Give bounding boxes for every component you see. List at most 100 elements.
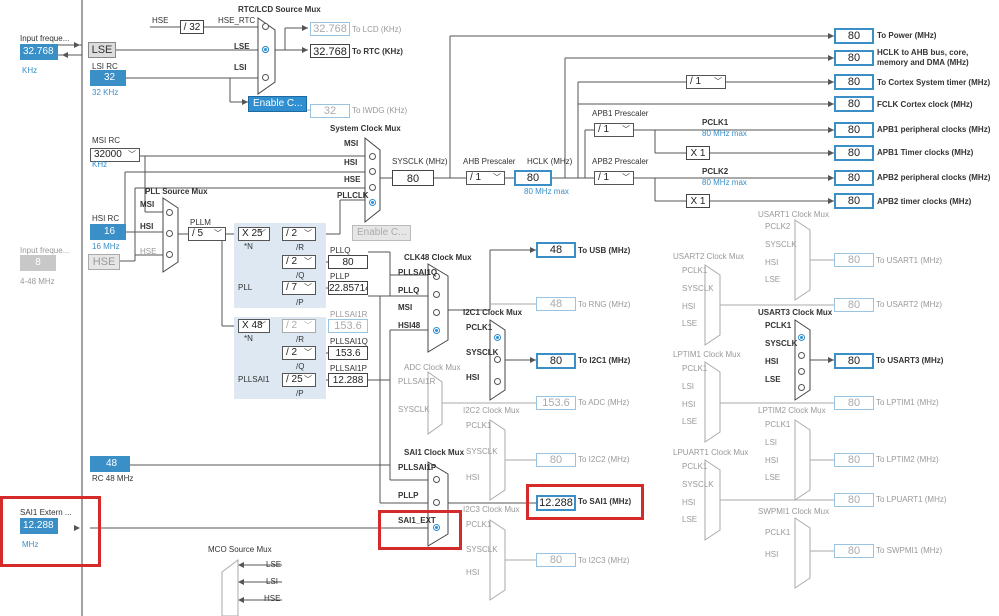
sai1-output-highlight xyxy=(526,484,644,520)
hsi-rc-title: HSI RC xyxy=(92,214,120,223)
i2c3-output-label: To I2C3 (MHz) xyxy=(578,556,630,565)
chevron-down-icon: ﹀ xyxy=(128,150,136,159)
pllm-select[interactable]: / 5﹀ xyxy=(188,227,226,241)
rtc-lse-label: LSE xyxy=(234,42,250,51)
msi-rc-select[interactable]: 32000﹀ xyxy=(90,148,140,162)
pll-msi-radio[interactable] xyxy=(166,209,173,216)
clk48-pllsai1q-radio[interactable] xyxy=(433,273,440,280)
lptim2-in1: PCLK1 xyxy=(765,420,791,429)
rtc-mux-title: RTC/LCD Source Mux xyxy=(238,5,321,14)
usart2-in4: LSE xyxy=(682,319,698,328)
usart3-sysclk-radio[interactable] xyxy=(798,352,805,359)
enable-css-button[interactable]: Enable C... xyxy=(248,96,308,112)
ahb-prescaler-select[interactable]: / 1﹀ xyxy=(466,171,505,185)
plln-select[interactable]: X 25﹀ xyxy=(238,227,270,241)
pllsai1r-select[interactable]: / 2﹀ xyxy=(282,319,316,333)
lptim2-in2: LSI xyxy=(765,438,778,447)
chevron-down-icon: ﹀ xyxy=(304,229,312,238)
usart3-pclk1-radio[interactable] xyxy=(798,334,805,341)
hclk-label: HCLK (MHz) xyxy=(527,157,573,166)
lptim1-output: 80 xyxy=(834,396,874,410)
rtc-output: 32.768 xyxy=(310,44,350,58)
sai1-ext-radio[interactable] xyxy=(433,524,440,531)
hclk-input[interactable]: 80 xyxy=(514,170,552,186)
lse-button[interactable]: LSE xyxy=(88,42,116,58)
apb2-timer-mult: X 1 xyxy=(686,194,710,208)
rtc-hse-radio[interactable] xyxy=(262,23,269,30)
sysclk-hsi-radio[interactable] xyxy=(369,168,376,175)
pllsai1q-select[interactable]: / 2﹀ xyxy=(282,346,316,360)
power-output: 80 xyxy=(834,28,874,44)
pllq-div-label: /Q xyxy=(296,271,305,280)
pllsai1r-output: 153.6 xyxy=(328,319,368,333)
apb2-prescaler-label: APB2 Prescaler xyxy=(592,157,649,166)
i2c1-in3: HSI xyxy=(466,373,480,382)
usart3-hsi-radio[interactable] xyxy=(798,368,805,375)
apb1-prescaler-select[interactable]: / 1﹀ xyxy=(594,123,634,137)
lse-input-field[interactable]: 32.768 xyxy=(20,44,58,60)
sai1-pllp-radio[interactable] xyxy=(433,499,440,506)
pll-hse-radio[interactable] xyxy=(166,251,173,258)
lptim1-in3: HSI xyxy=(682,400,696,409)
pllsai1r-out-label: PLLSAI1R xyxy=(330,310,368,319)
usart3-output: 80 xyxy=(834,353,874,369)
sysclk-hse-label: HSE xyxy=(344,175,361,184)
apb1-timer-output-label: APB1 Timer clocks (MHz) xyxy=(877,148,974,157)
i2c1-hsi-radio[interactable] xyxy=(494,378,501,385)
lptim2-output-label: To LPTIM2 (MHz) xyxy=(876,455,939,464)
i2c1-output-label: To I2C1 (MHz) xyxy=(578,356,631,365)
lse-input-title: Input freque... xyxy=(20,34,70,43)
sysclk-pllclk-label: PLLCLK xyxy=(337,191,369,200)
sysclk-msi-radio[interactable] xyxy=(369,153,376,160)
chevron-down-icon: ﹀ xyxy=(304,257,312,266)
rc48-unit: RC 48 MHz xyxy=(92,474,134,483)
sai1-ext-unit: MHz xyxy=(22,540,39,549)
pllsai1q-out-label: PLLSAI1Q xyxy=(330,337,368,346)
usart3-lse-radio[interactable] xyxy=(798,384,805,391)
i2c1-in2: SYSCLK xyxy=(466,348,499,357)
hsi-rc-unit: 16 MHz xyxy=(92,242,120,251)
usart1-output: 80 xyxy=(834,253,874,267)
sai1-in2: PLLP xyxy=(398,491,419,500)
hse-input-title: Input freque... xyxy=(20,246,70,255)
lptim2-in4: LSE xyxy=(765,473,781,482)
sysclk-pllclk-radio[interactable] xyxy=(369,199,376,206)
i2c1-sysclk-radio[interactable] xyxy=(494,356,501,363)
enable-css-sysclk-button[interactable]: Enable C... xyxy=(352,225,412,241)
pllm-label: PLLM xyxy=(190,218,211,227)
lptim1-in2: LSI xyxy=(682,382,695,391)
pllr-select[interactable]: / 2﹀ xyxy=(282,227,316,241)
lpuart1-in4: LSE xyxy=(682,515,698,524)
adc-output: 153.6 xyxy=(536,396,576,410)
apb2-prescaler-select[interactable]: / 1﹀ xyxy=(594,171,634,185)
usart3-in1: PCLK1 xyxy=(765,321,792,330)
sai1-ext-input[interactable]: 12.288 xyxy=(20,518,58,534)
clk48-hsi48-radio[interactable] xyxy=(433,327,440,334)
pllq-select[interactable]: / 2﹀ xyxy=(282,255,316,269)
hclk-max: 80 MHz max xyxy=(524,187,569,196)
hse-input-field[interactable]: 8 xyxy=(20,255,56,271)
swpmi1-in2: HSI xyxy=(765,550,779,559)
chevron-down-icon: ﹀ xyxy=(304,321,312,330)
pllp-select[interactable]: / 7﹀ xyxy=(282,281,316,295)
hse-button[interactable]: HSE xyxy=(88,254,120,270)
iwdg-output: 32 xyxy=(310,104,350,118)
apb2-peripheral-output-label: APB2 peripheral clocks (MHz) xyxy=(877,173,991,182)
sysclk-hse-radio[interactable] xyxy=(369,184,376,191)
clk48-in4: HSI48 xyxy=(398,321,421,330)
clk48-mux-title: CLK48 Clock Mux xyxy=(404,253,472,262)
sai1-pllsai1p-radio[interactable] xyxy=(433,476,440,483)
rtc-lsi-radio[interactable] xyxy=(262,74,269,81)
pll-hsi-radio[interactable] xyxy=(166,230,173,237)
clk48-pllq-radio[interactable] xyxy=(433,291,440,298)
usart2-mux-title: USART2 Clock Mux xyxy=(673,252,744,261)
i2c1-pclk1-radio[interactable] xyxy=(494,334,501,341)
cortex-timer-divider[interactable]: / 1﹀ xyxy=(686,75,726,89)
clk48-msi-radio[interactable] xyxy=(433,309,440,316)
apb1-peripheral-output-label: APB1 peripheral clocks (MHz) xyxy=(877,125,991,134)
chevron-down-icon: ﹀ xyxy=(493,173,501,182)
pllsai1n-select[interactable]: X 48﹀ xyxy=(238,319,270,333)
rtc-selected-radio[interactable] xyxy=(262,46,269,53)
pllsai1p-select[interactable]: / 25﹀ xyxy=(282,373,316,387)
lpuart1-in1: PCLK1 xyxy=(682,462,708,471)
